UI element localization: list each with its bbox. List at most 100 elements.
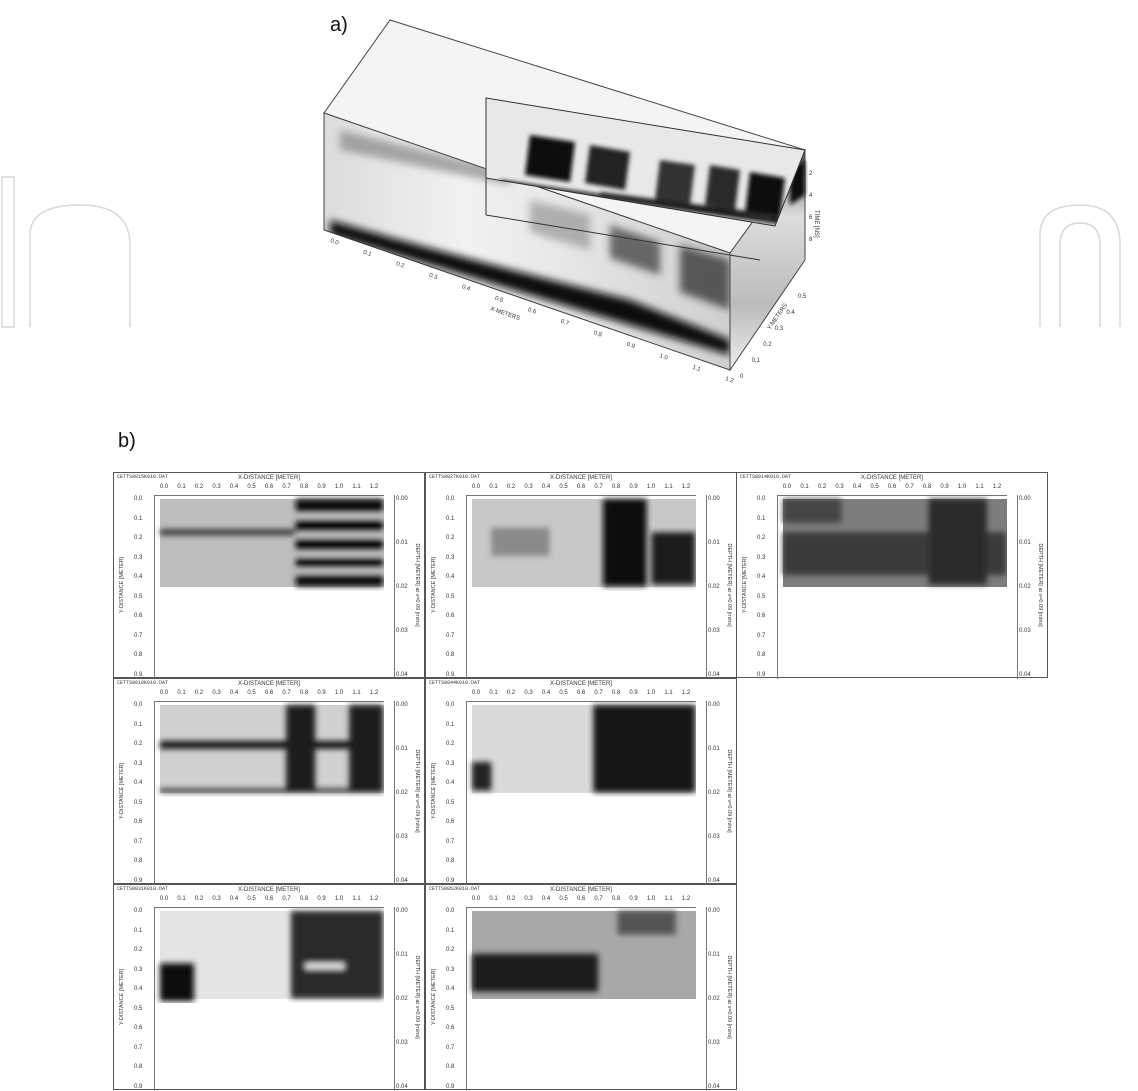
- y-axis-title-text: Y-DISTANCE [METER]: [119, 762, 125, 820]
- slice-file-name: CETTS0010K010.DAT: [117, 680, 169, 686]
- plot-frame: [466, 495, 696, 679]
- y-tick-label: 0.0: [757, 496, 766, 502]
- y-tick-label: 0.4: [134, 574, 143, 580]
- y-tick-label: 0.9: [446, 877, 455, 884]
- y-tick-label: 0.3: [134, 966, 143, 973]
- y-tick-label: 0.2: [134, 947, 143, 953]
- x-tick-label: 0.7: [594, 484, 603, 490]
- y-tick-label: 0.1: [134, 721, 143, 728]
- y-tick-label: 0.2: [446, 535, 455, 541]
- y-axis-title-text: Y-DISTANCE [METER]: [431, 762, 437, 820]
- y-tick-label: 0.7: [134, 632, 143, 639]
- depth-tick-label: 0.01: [396, 540, 408, 546]
- y-axis-title: Y-DISTANCE [METER]: [428, 495, 440, 675]
- depth-axis-title: DEPTH [METER] at v=0.09 [m/ns]: [723, 495, 735, 675]
- depth-axis-title: DEPTH [METER] at v=0.09 [m/ns]: [411, 701, 423, 881]
- y-tick-label: 0.3: [446, 966, 455, 973]
- x-tick-label: 0.2: [194, 690, 204, 696]
- y-tick-label: 0.0: [446, 908, 455, 914]
- x-tick-label: 0.4: [229, 690, 239, 696]
- depth-tick-label: 0.01: [396, 746, 408, 752]
- x-tick-label: 0.7: [594, 690, 603, 696]
- x-tick-label: 0.1: [177, 896, 186, 902]
- x-tick-label: 0.4: [541, 484, 551, 490]
- x-tick-label: 0.0: [159, 690, 169, 696]
- depth-tick-label: 0.01: [708, 952, 720, 958]
- y-tick-label: 0.2: [446, 741, 455, 747]
- y-tick-label: 0.1: [134, 515, 143, 522]
- plot-frame: [777, 495, 1007, 679]
- amplitude-image: [472, 499, 696, 587]
- amplitude-image: [472, 705, 696, 793]
- y-tick-label: 0.4: [446, 986, 455, 992]
- y-tick-label: 0.1: [446, 721, 455, 728]
- y-tick-label: 0.0: [134, 702, 143, 708]
- depth-axis-title-text: DEPTH [METER] at v=0.09 [m/ns]: [726, 543, 732, 627]
- y-tick-label: 0.4: [446, 574, 455, 580]
- y-tick-label: 0.2: [757, 535, 766, 541]
- x-tick-label: 1.0: [659, 353, 669, 362]
- x-tick-label: 0.3: [524, 690, 533, 696]
- depth-axis-line: [706, 907, 707, 1091]
- y-tick-label: 0.7: [757, 632, 766, 639]
- depth-tick-label: 0.00: [396, 908, 408, 914]
- x-tick-label: 1.1: [352, 896, 361, 902]
- amplitude-image: [472, 911, 696, 999]
- x-tick-label: 0.5: [870, 484, 879, 490]
- y-axis-title-text: Y-DISTANCE [METER]: [119, 556, 125, 614]
- depth-axis-line: [706, 701, 707, 885]
- depth-axis-title: DEPTH [METER] at v=0.09 [m/ns]: [723, 907, 735, 1087]
- depth-tick-label: 0.03: [708, 834, 720, 840]
- panel-b-label: b): [118, 430, 136, 452]
- x-tick-label: 0.5: [494, 296, 504, 305]
- y-tick-label: 0.1: [757, 515, 766, 522]
- x-tick-label: 0.7: [594, 896, 603, 902]
- x-tick-label: 0.4: [461, 284, 471, 293]
- x-tick-label: 1.2: [369, 896, 379, 902]
- x-axis-title: X-DISTANCE [METER]: [550, 475, 612, 481]
- y-tick-label: 0.5: [757, 593, 766, 600]
- x-tick-label: 0.6: [576, 690, 586, 696]
- depth-tick-label: 0.00: [1019, 496, 1031, 502]
- x-tick-label: 0.9: [317, 484, 326, 490]
- y-tick-label: 0.9: [134, 671, 143, 678]
- y-axis-title-text: Y-DISTANCE [METER]: [431, 556, 437, 614]
- x-tick-label: 0.4: [541, 896, 551, 902]
- y-tick-label: 0.9: [757, 671, 766, 678]
- plot-frame: [466, 907, 696, 1091]
- time-tick-label: 6: [809, 215, 813, 221]
- y-tick-label: 0.2: [763, 342, 772, 348]
- x-tick-label: 0.0: [159, 896, 169, 902]
- y-tick-label: 0.5: [134, 799, 143, 806]
- x-tick-label: 0.8: [611, 484, 621, 490]
- x-axis-title: X-METERS: [489, 306, 520, 322]
- x-tick-label: 1.1: [691, 365, 701, 374]
- plot-frame: [154, 701, 384, 885]
- depth-tick-label: 0.01: [708, 540, 720, 546]
- y-tick-label: 0.3: [134, 760, 143, 767]
- depth-tick-label: 0.01: [1019, 540, 1031, 546]
- x-tick-label: 0.2: [395, 261, 405, 270]
- x-tick-label: 0.9: [629, 484, 638, 490]
- time-tick-label: 8: [809, 237, 813, 243]
- y-tick-label: 0.6: [134, 819, 143, 825]
- depth-tick-label: 0.03: [708, 628, 720, 634]
- x-tick-label: 0.9: [317, 896, 326, 902]
- x-tick-label: 0.7: [560, 319, 570, 328]
- y-axis-title: Y-DISTANCE [METER]: [739, 495, 751, 675]
- x-tick-label: 0.6: [527, 307, 537, 316]
- slice-file-name: CETTS0044K010.DAT: [429, 680, 481, 686]
- x-tick-label: 0.7: [282, 690, 291, 696]
- y-axis-title-text: Y-DISTANCE [METER]: [119, 968, 125, 1026]
- y-axis-title: Y-DISTANCE [METER]: [428, 907, 440, 1087]
- depth-axis-title: DEPTH [METER] at v=0.09 [m/ns]: [723, 701, 735, 881]
- y-tick-label: 0.0: [446, 496, 455, 502]
- x-tick-label: 0.8: [922, 484, 932, 490]
